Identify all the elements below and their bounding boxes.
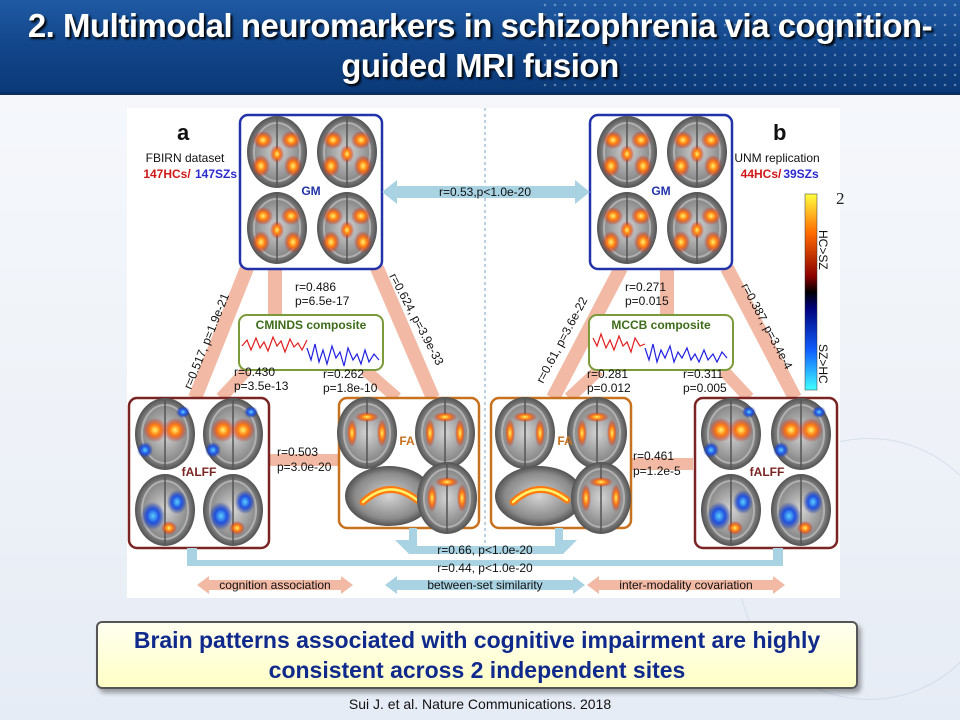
between-fa-stat: r=0.66, p<1.0e-20 <box>437 543 533 557</box>
panel-b-fa-falff-r: r=0.461 <box>633 449 674 463</box>
key-finding-callout: Brain patterns associated with cognitive… <box>96 621 858 689</box>
panel-a-fa-label: FA <box>399 434 415 448</box>
arrow-a-fa-composite <box>361 365 401 403</box>
legend-cognition-arrow <box>197 576 353 594</box>
arrow-between-falff <box>187 548 783 566</box>
panel-b-composite-box <box>588 314 734 371</box>
panel-a-fa-composite-p: p=1.8e-10 <box>323 381 378 395</box>
panel-b-gm-label: GM <box>651 184 670 198</box>
between-falff-stat: r=0.44, p<1.0e-20 <box>437 561 533 575</box>
panel-a-hc-count: 147HCs/ <box>143 167 191 181</box>
slide-title: 2. Multimodal neuromarkers in schizophre… <box>27 7 933 84</box>
panel-b-fa-composite-p: p=0.012 <box>587 381 631 395</box>
panel-a-falff-fa-r: r=0.503 <box>277 445 318 459</box>
panel-a-falff-fa-p: p=3.0e-20 <box>277 460 332 474</box>
panel-b-gm-composite-p: p=0.015 <box>625 294 669 308</box>
callout-text: Brain patterns associated with cognitive… <box>133 627 821 683</box>
legend-cognition-association: cognition association <box>219 578 330 592</box>
panel-a-falff-composite-r: r=0.430 <box>234 365 275 379</box>
legend-inter-modality-covariation: inter-modality covariation <box>619 578 752 592</box>
colorbar-top-label: HC>SZ <box>816 230 830 270</box>
between-gm-stat: r=0.53,p<1.0e-20 <box>439 185 531 199</box>
panel-a-gm-label: GM <box>301 184 320 198</box>
panel-a-gm-composite-p: p=6.5e-17 <box>295 294 350 308</box>
arrow-between-gm <box>382 180 590 204</box>
figure-panel: a FBIRN dataset 147HCs/ 147SZs GM CMINDS… <box>127 108 840 598</box>
colorbar-bottom-label: SZ>HC <box>816 344 830 384</box>
panel-b-fa-falff-p: p=1.2e-5 <box>633 464 681 478</box>
panel-b-hc-count: 44HCs/ <box>741 167 782 181</box>
panel-a-falff-label: fALFF <box>182 465 217 479</box>
legend-between-set-similarity: between-set similarity <box>427 578 542 592</box>
legend-covariation-arrow <box>587 576 785 594</box>
panel-b-fa-composite-r: r=0.281 <box>587 367 628 381</box>
panel-b-falff-composite-p: p=0.005 <box>683 381 727 395</box>
slide-header: 2. Multimodal neuromarkers in schizophre… <box>0 0 960 95</box>
panel-a-fa-composite-r: r=0.262 <box>323 367 364 381</box>
slide-number: 2 <box>836 189 845 208</box>
panel-b-falff-label: fALFF <box>750 465 785 479</box>
citation: Sui J. et al. Nature Communications. 201… <box>348 696 612 712</box>
arrow-between-fa <box>395 528 577 554</box>
panel-b-composite-label: MCCB composite <box>611 318 711 332</box>
arrow-a-gm-fa <box>370 265 440 401</box>
arrow-a-gm-falff <box>188 265 254 401</box>
panel-b-falff-composite-r: r=0.311 <box>683 367 723 381</box>
colorbar <box>804 193 818 391</box>
header-dot-pattern <box>540 0 960 92</box>
fusion-figure: a FBIRN dataset 147HCs/ 147SZs GM CMINDS… <box>127 108 839 594</box>
arrow-b-fa-composite <box>564 365 604 403</box>
arrow-b-gm-fa <box>546 264 628 402</box>
panel-a-composite-box <box>238 314 384 371</box>
panel-b-dataset: UNM replication <box>734 151 819 165</box>
panel-a-gm-composite-r: r=0.486 <box>295 280 336 294</box>
panel-b-sz-count: 39SZs <box>783 167 819 181</box>
arrow-a-falff-composite <box>216 365 252 403</box>
panel-a-letter: a <box>177 120 190 145</box>
panel-a-sz-count: 147SZs <box>195 167 237 181</box>
arrow-b-falff-composite <box>718 365 754 403</box>
legend-between-arrow <box>385 576 585 594</box>
panel-b-gm-composite-r: r=0.271 <box>625 280 666 294</box>
panel-a-falff-composite-p: p=3.5e-13 <box>234 379 289 393</box>
arrow-b-gm-falff <box>720 264 802 402</box>
panel-b-fa-label: FA <box>557 434 573 448</box>
panel-b-letter: b <box>773 120 786 145</box>
panel-a-composite-label: CMINDS composite <box>256 318 367 332</box>
panel-a-dataset: FBIRN dataset <box>146 151 225 165</box>
